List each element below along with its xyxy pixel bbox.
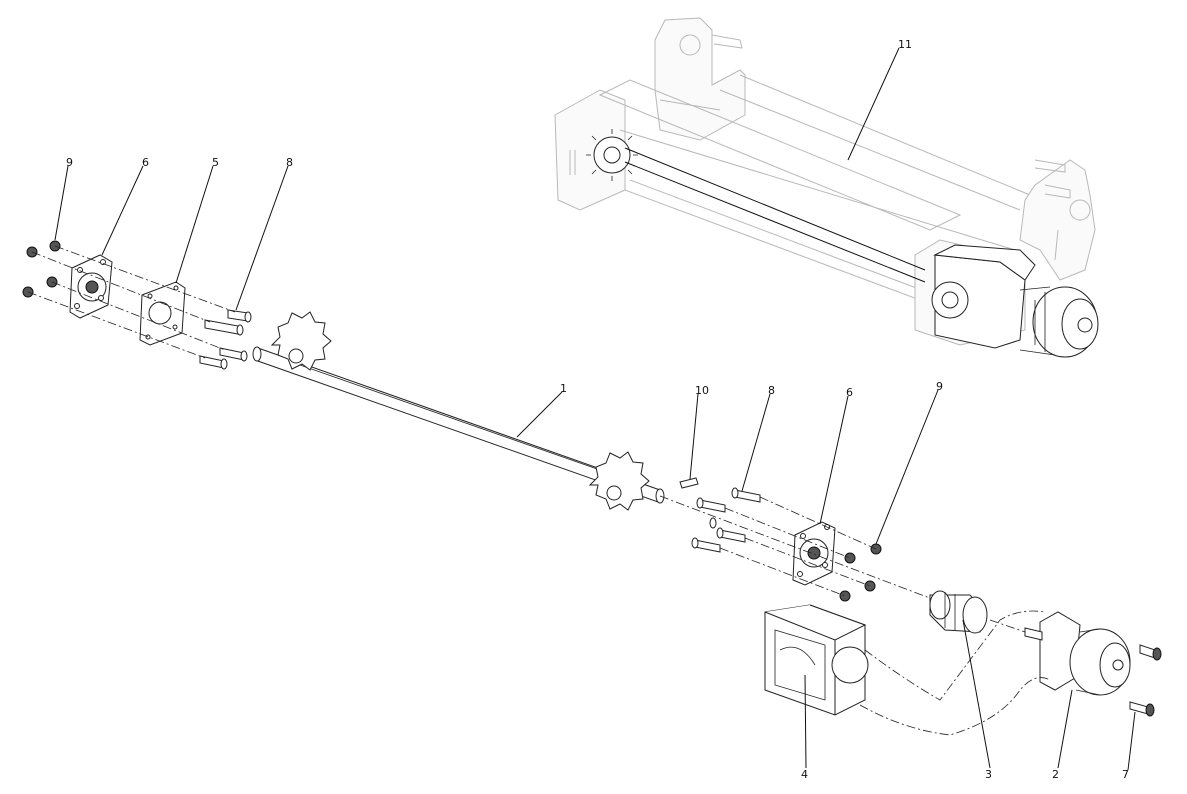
- callout-9-left: 9: [66, 156, 73, 169]
- sprocket-right: [588, 451, 650, 511]
- gear-motor: [1024, 611, 1131, 696]
- frame-assembly-ghost: [554, 17, 1099, 358]
- callout-6-right: 6: [846, 386, 853, 399]
- left-centerlines: [27, 245, 236, 359]
- left-plate: [139, 281, 186, 346]
- callout-10: 10: [695, 384, 709, 397]
- motor-screws: [1129, 644, 1162, 717]
- callout-labels: 9 6 5 8 11 1 10 8 6 9 4 3 2 7: [66, 38, 1129, 781]
- callout-11: 11: [898, 38, 912, 51]
- callout-2: 2: [1052, 768, 1059, 781]
- callout-6-left: 6: [142, 156, 149, 169]
- callout-3: 3: [985, 768, 992, 781]
- right-flange-bearing: [792, 521, 836, 586]
- right-nuts: [839, 543, 882, 602]
- callout-7: 7: [1122, 768, 1129, 781]
- sprocket-left: [270, 311, 332, 371]
- shaft-coupling: [929, 590, 988, 634]
- callout-8-right: 8: [768, 384, 775, 397]
- leader-lines: [54, 47, 1136, 771]
- callout-8-left: 8: [286, 156, 293, 169]
- callout-4: 4: [801, 768, 808, 781]
- left-bolts: [199, 309, 252, 370]
- callout-9-right: 9: [936, 380, 943, 393]
- shaft-key: [679, 477, 699, 489]
- callout-5: 5: [212, 156, 219, 169]
- drive-shaft: [252, 346, 665, 504]
- callout-1: 1: [560, 382, 567, 395]
- assembly-path-lines: [859, 610, 1051, 736]
- motor-guard: [764, 604, 869, 716]
- left-nuts: [22, 240, 61, 298]
- right-bolts: [691, 487, 761, 553]
- right-centerlines: [659, 495, 1026, 633]
